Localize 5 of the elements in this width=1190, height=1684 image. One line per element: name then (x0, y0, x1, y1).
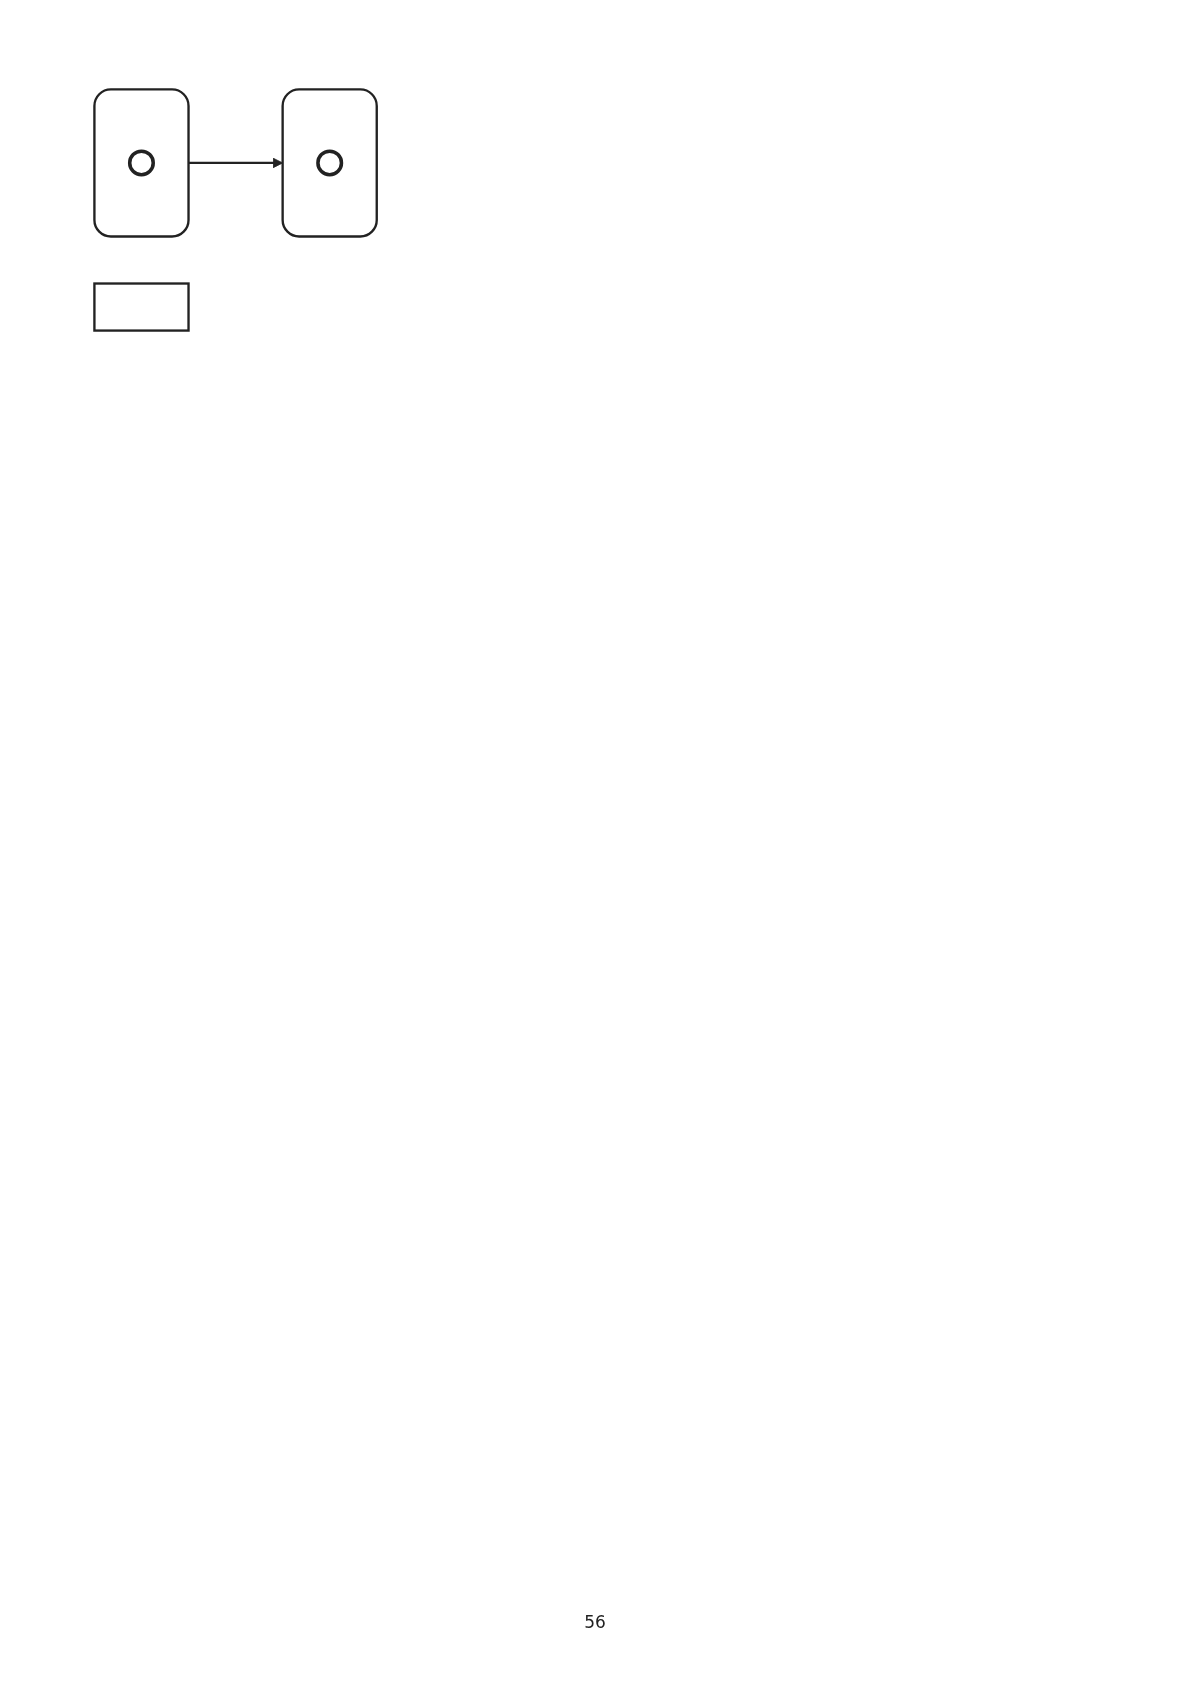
page-number: 56 (584, 1612, 606, 1632)
node-box (93, 282, 190, 332)
cluster (281, 88, 378, 238)
node-circle (127, 149, 155, 177)
node-circle (316, 149, 344, 177)
